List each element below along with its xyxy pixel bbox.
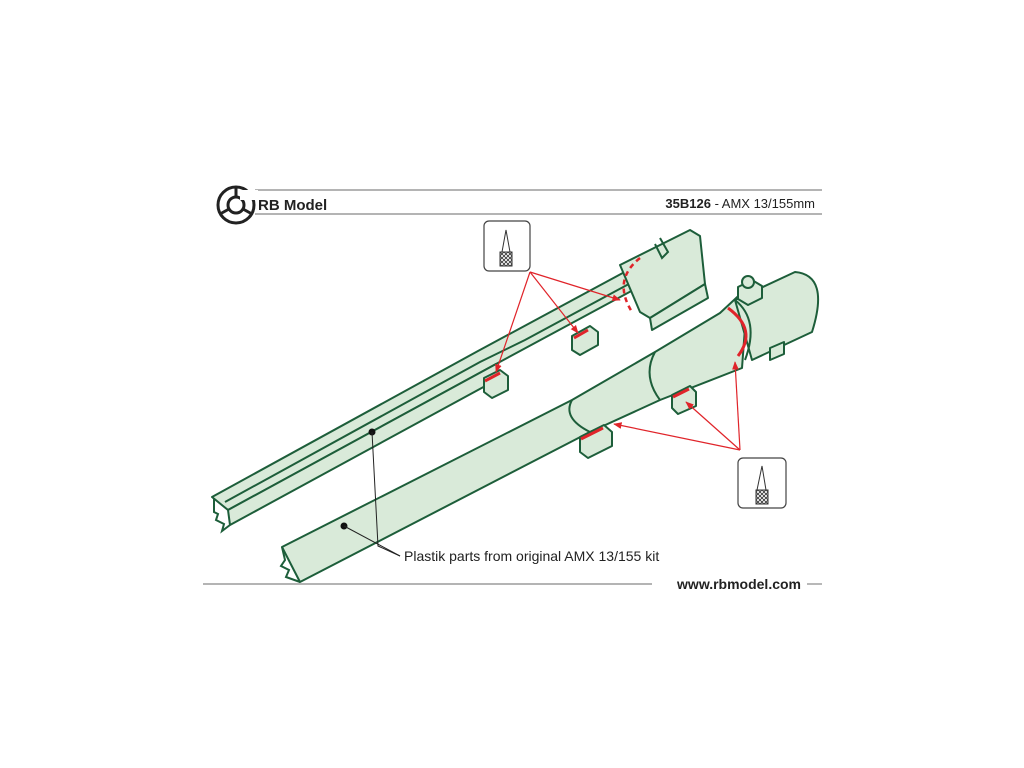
cut-mark-lug-front xyxy=(580,426,604,441)
arrow-to-lug-rear xyxy=(685,401,741,451)
caption-callout: Plastik parts from original AMX 13/155 k… xyxy=(340,428,659,564)
product-name: AMX 13/155mm xyxy=(722,196,815,211)
cut-mark-lug-rear xyxy=(672,387,690,399)
leader-line-lower xyxy=(343,525,401,557)
arrow-to-breech xyxy=(732,361,741,451)
product-title: 35B126 - AMX 13/155mm xyxy=(665,196,815,211)
arrow-to-lug-front xyxy=(613,422,741,451)
hobby-knife-icon xyxy=(499,229,513,267)
cut-mark-breech xyxy=(727,306,748,357)
arrow-to-tab xyxy=(529,271,579,334)
leader-line-upper xyxy=(371,431,401,557)
callout-arrows xyxy=(495,271,741,451)
upper-barrel-rail-side xyxy=(227,363,501,526)
footer: www.rbmodel.com xyxy=(203,576,822,592)
brand-name: RB Model xyxy=(258,197,327,214)
arrow-to-tab-lower xyxy=(495,271,531,373)
cut-mark-tab xyxy=(573,328,589,340)
upper-barrel-clip xyxy=(654,237,670,260)
lower-barrel-seam-1 xyxy=(568,399,591,433)
cut-mark-dashed xyxy=(622,257,641,313)
breech-cylinder-front xyxy=(734,299,752,361)
lower-barrel-seam-2 xyxy=(648,351,661,401)
website-url: www.rbmodel.com xyxy=(676,576,801,592)
header: RB Model 35B126 - AMX 13/155mm xyxy=(216,185,822,225)
breech-side-lug xyxy=(769,341,785,361)
upper-barrel-break-edge xyxy=(213,498,231,534)
upper-barrel-groove xyxy=(224,277,641,503)
lower-barrel-break-edge xyxy=(279,546,301,583)
hobby-knife-icon xyxy=(755,465,769,505)
caption-text: Plastik parts from original AMX 13/155 k… xyxy=(404,548,659,564)
product-separator: - xyxy=(711,196,722,211)
upper-barrel-cradle-side xyxy=(649,283,709,331)
lower-barrel-part xyxy=(279,271,820,583)
breech-bolt-head xyxy=(741,275,755,289)
lower-lug-front xyxy=(579,424,613,459)
cut-mark-tab-lower xyxy=(484,371,501,383)
arrow-to-dashed-cut xyxy=(529,271,621,301)
rb-model-logo-icon xyxy=(216,185,258,225)
knife-icon-box-bottom xyxy=(737,457,787,509)
product-code: 35B126 xyxy=(665,196,711,211)
knife-icon-box-top xyxy=(483,220,531,272)
